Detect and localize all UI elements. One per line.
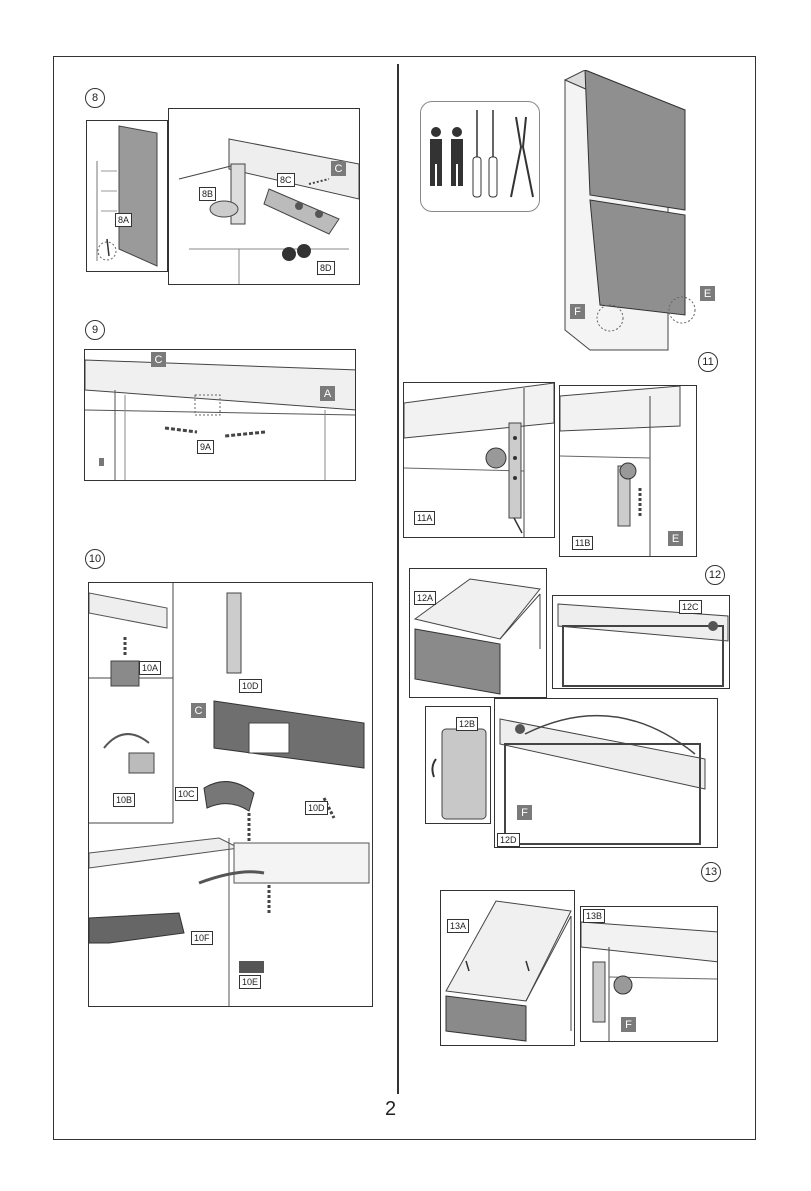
page-number: 2 — [385, 1098, 397, 1120]
step-13a-illustration: 13A — [440, 890, 575, 1046]
label-12b: 12B — [456, 717, 479, 731]
label-8c: 8C — [277, 173, 295, 187]
tag-f-step11: F — [570, 304, 585, 319]
hinge-refit-drawing — [581, 921, 717, 1041]
tag-c-step10: C — [191, 703, 206, 718]
tag-a-step9: A — [320, 386, 335, 401]
door-top-drawing — [557, 603, 729, 687]
label-10d-top: 10D — [239, 679, 262, 693]
cover-removal-drawing — [89, 583, 370, 1006]
step-8-number: 8 — [85, 88, 105, 108]
step-9-illustration: 9A C A — [84, 349, 356, 481]
door-hinge-move-drawing — [499, 714, 706, 845]
screwdriver-icon — [472, 110, 482, 198]
step-10-illustration: 10A 10B 10C 10D 10D 10E 10F C — [88, 582, 373, 1007]
step-12c-illustration: 12C — [552, 595, 730, 689]
step-10-number: 10 — [85, 549, 105, 569]
fridge-refit-drawing — [445, 900, 572, 1042]
label-13a: 13A — [447, 919, 470, 933]
step-13-number: 13 — [701, 862, 721, 882]
door-side-drawing — [96, 125, 158, 267]
column-divider — [397, 64, 399, 1094]
label-12c: 12C — [679, 600, 702, 614]
label-8a: 8A — [115, 213, 133, 227]
step-11a-illustration: 11A — [403, 382, 555, 538]
step-13b-illustration: 13B F — [580, 906, 718, 1042]
label-10c: 10C — [175, 787, 198, 801]
tools-drawing — [430, 110, 534, 198]
page-frame — [53, 56, 756, 1140]
label-12a: 12A — [414, 591, 437, 605]
fridge-overview-illustration: F E — [560, 70, 720, 360]
tag-f-step13: F — [621, 1017, 636, 1032]
person-icon — [451, 127, 463, 186]
hinge-drawing — [178, 138, 359, 284]
tag-c-step8: C — [331, 161, 346, 176]
label-8b: 8B — [199, 187, 217, 201]
tag-f-step12: F — [517, 805, 532, 820]
label-11b: 11B — [572, 536, 594, 550]
fridge-door-drawing — [413, 578, 541, 695]
label-8d: 8D — [317, 261, 335, 275]
step-12a-illustration: 12A — [409, 568, 547, 698]
person-icon — [430, 127, 442, 186]
step-11b-illustration: 11B E — [559, 385, 697, 557]
tools-required-panel — [420, 101, 540, 212]
label-12d: 12D — [497, 833, 520, 847]
label-10a: 10A — [139, 661, 162, 675]
label-10d-arrow: 10D — [305, 801, 328, 815]
label-10e: 10E — [239, 975, 262, 989]
hinge-removal-drawing — [560, 386, 681, 556]
bottom-hinge-drawing — [404, 383, 554, 537]
step-11-number: 11 — [698, 352, 718, 372]
label-10b: 10B — [113, 793, 136, 807]
label-11a: 11A — [414, 511, 436, 525]
tag-e-step11b: E — [668, 531, 683, 546]
step-8a-illustration: 8A — [86, 120, 168, 272]
label-10f: 10F — [191, 931, 213, 945]
step-8-hinge-illustration: 8B 8C 8D C — [168, 108, 360, 285]
step-12b-illustration: 12B — [425, 706, 491, 824]
label-13b: 13B — [583, 909, 606, 923]
label-9a: 9A — [197, 440, 215, 454]
tag-e-step11: E — [700, 286, 715, 301]
pliers-icon — [510, 116, 534, 198]
step-12-number: 12 — [705, 565, 725, 585]
step-12d-illustration: F 12D — [494, 698, 718, 848]
step-9-number: 9 — [85, 320, 105, 340]
screwdriver-icon — [488, 110, 498, 198]
fridge-drawing — [563, 70, 696, 351]
tag-c-step9: C — [151, 352, 166, 367]
top-cover-drawing — [85, 359, 355, 480]
